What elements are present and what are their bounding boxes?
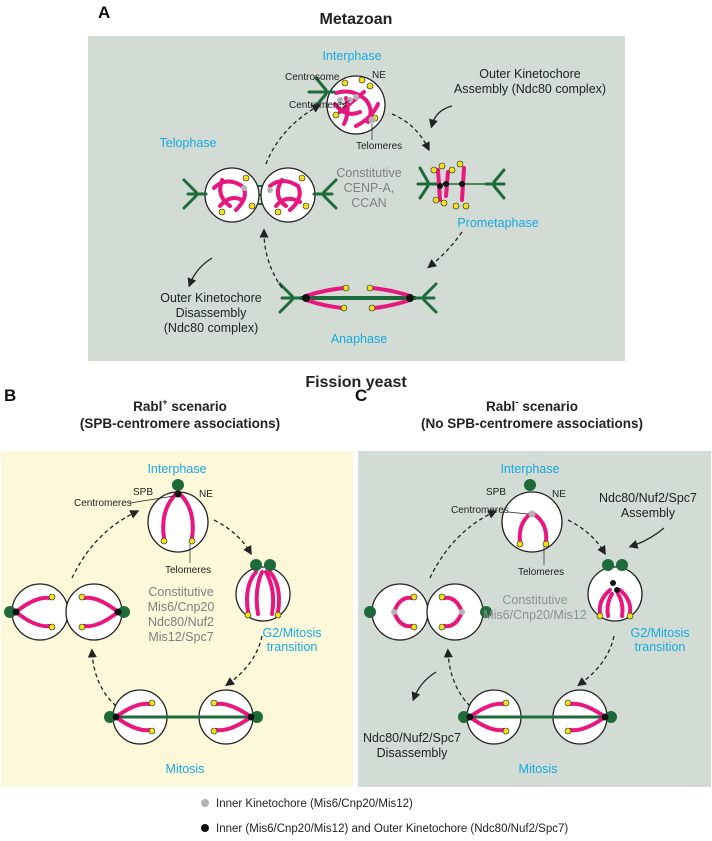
center-text-a-line2: CENP-A, [344, 181, 395, 195]
assembly-c-line1: Ndc80/Nuf2/Spc7 [599, 491, 697, 505]
phase-g2-c-line2: transition [635, 640, 686, 654]
panel-c-title-line1: Rabl- scenario [486, 397, 578, 414]
yeast-b-daughter-right [65, 583, 123, 641]
center-text-b-line3: Ndc80/Nuf2 [148, 615, 214, 629]
panel-c-letter: C [355, 386, 367, 405]
panel-c-title-line2: (No SPB-centromere associations) [421, 416, 643, 431]
panel-a-letter: A [98, 3, 110, 22]
label-spb-c: SPB [486, 487, 506, 498]
metazoan-telophase-centrosome-right-icon [312, 178, 338, 210]
phase-prometaphase-a: Prometaphase [457, 216, 538, 230]
label-centromeres-b: Centromeres [74, 498, 132, 509]
assembly-text-line1: Outer Kinetochore [479, 67, 580, 81]
metazoan-interphase-cell [326, 75, 386, 135]
metazoan-prometaphase-cell [416, 160, 506, 210]
assembly-c-line2: Assembly [621, 506, 676, 520]
metazoan-telophase-centrosome-left-icon [182, 178, 208, 210]
center-text-b-line2: Mis6/Cnp20 [148, 600, 215, 614]
panel-b-letter: B [4, 386, 16, 405]
phase-mitosis-c: Mitosis [519, 762, 558, 776]
disassembly-a-line1: Outer Kinetochore [160, 291, 261, 305]
phase-interphase-b: Interphase [147, 462, 206, 476]
metazoan-anaphase-cell [278, 282, 438, 314]
metazoan-telophase-cells [204, 167, 316, 223]
phase-g2-b-line2: transition [267, 640, 318, 654]
yeast-b-daughter-left [11, 583, 69, 641]
label-ne-a: NE [372, 70, 386, 81]
metazoan-interphase-centrosome-icon [307, 76, 336, 108]
disassembly-a-line2: Disassembly [176, 306, 248, 320]
disassembly-c-line1: Ndc80/Nuf2/Spc7 [363, 731, 461, 745]
center-text-b-line1: Constitutive [148, 585, 213, 599]
phase-telophase-a: Telophase [160, 136, 217, 150]
label-telomeres-b: Telomeres [165, 565, 211, 576]
label-ne-c: NE [552, 489, 566, 500]
center-text-c-line2: Mis6/Cnp20/Mis12 [483, 608, 587, 622]
center-text-b-line4: Mis12/Spc7 [148, 630, 213, 644]
section-title-fission-yeast: Fission yeast [305, 374, 407, 391]
yeast-c-g2-nucleus [587, 566, 643, 622]
yeast-b-g2-nucleus [235, 566, 291, 622]
label-ne-b: NE [199, 489, 213, 500]
phase-g2-c-line1: G2/Mitosis [630, 626, 689, 640]
label-telomeres-a: Telomeres [356, 141, 402, 152]
label-spb-b: SPB [133, 487, 153, 498]
phase-interphase-c: Interphase [500, 462, 559, 476]
yeast-b-interphase-nucleus [147, 491, 209, 553]
label-centromeres-a: Centromeres [289, 100, 347, 111]
label-telomeres-c: Telomeres [518, 567, 564, 578]
panel-b-title-line1: Rabl+ scenario [133, 397, 227, 414]
phase-mitosis-b: Mitosis [166, 762, 205, 776]
panel-b-title-line2: (SPB-centromere associations) [80, 416, 280, 431]
legend-inner-outer-kinetochore-dot [201, 824, 209, 832]
center-text-c-line1: Constitutive [502, 593, 567, 607]
disassembly-c-line2: Disassembly [377, 746, 449, 760]
phase-interphase-a: Interphase [322, 49, 381, 63]
yeast-c-interphase-nucleus [501, 491, 563, 553]
yeast-c-daughter-right [426, 583, 484, 641]
legend-inner-kinetochore-dot [201, 799, 209, 807]
center-text-a-line1: Constitutive [336, 166, 401, 180]
label-centrosome: Centrosome [285, 72, 340, 83]
assembly-text-line2: Assembly (Ndc80 complex) [454, 82, 606, 96]
phase-g2-b-line1: G2/Mitosis [262, 626, 321, 640]
phase-anaphase-a: Anaphase [331, 332, 387, 346]
yeast-c-daughter-left [371, 583, 429, 641]
legend-inner-text: Inner Kinetochore (Mis6/Cnp20/Mis12) [216, 798, 413, 810]
panel-a-title: Metazoan [320, 11, 393, 28]
label-centromeres-c: Centromeres [451, 505, 509, 516]
disassembly-a-line3: (Ndc80 complex) [164, 321, 258, 335]
legend-inner-outer-text: Inner (Mis6/Cnp20/Mis12) and Outer Kinet… [216, 823, 568, 835]
center-text-a-line3: CCAN [351, 196, 386, 210]
